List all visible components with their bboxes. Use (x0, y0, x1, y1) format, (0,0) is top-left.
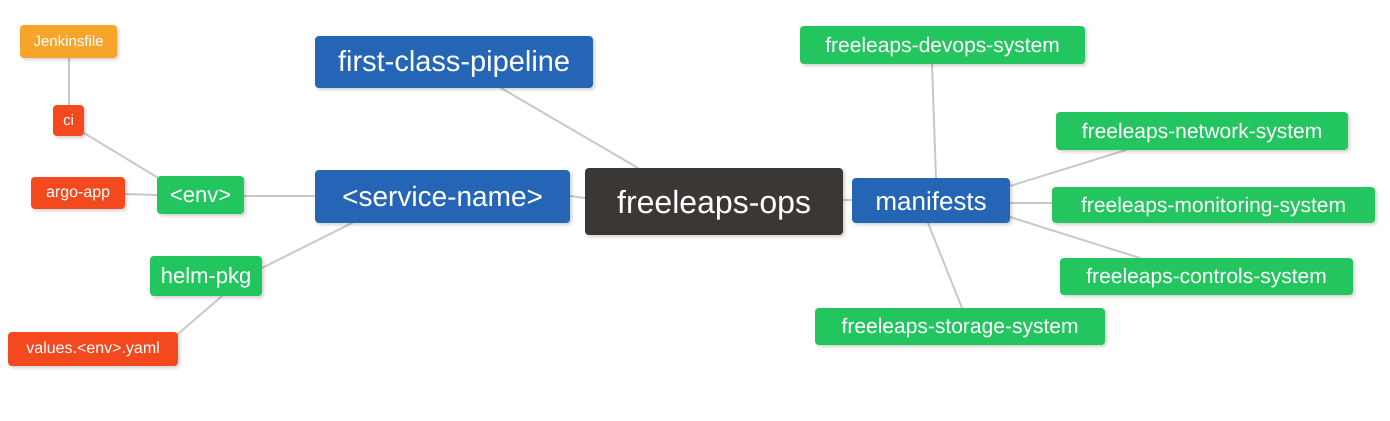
edge-pipeline-ops (500, 87, 639, 169)
node-freeleaps-network-system[interactable]: freeleaps-network-system (1056, 112, 1348, 150)
edge-manifests-controls (1009, 216, 1141, 259)
node-label-service-name: <service-name> (342, 180, 543, 212)
node-jenkinsfile[interactable]: Jenkinsfile (20, 25, 117, 58)
node-ci[interactable]: ci (53, 105, 84, 136)
node-freeleaps-storage-system[interactable]: freeleaps-storage-system (815, 308, 1105, 345)
node-label-helm-pkg: helm-pkg (160, 263, 252, 288)
edge-manifests-devops (931, 63, 937, 179)
edge-helmpkg-servicename (261, 222, 353, 269)
edge-manifests-storage (927, 222, 963, 309)
edge-argoapp-env (124, 193, 158, 196)
node-values-yaml[interactable]: values.<env>.yaml (8, 332, 178, 366)
node-helm-pkg[interactable]: helm-pkg (150, 256, 262, 296)
node-freeleaps-ops[interactable]: freeleaps-ops (585, 168, 843, 235)
node-label-freeleaps-network-system: freeleaps-network-system (1081, 119, 1323, 143)
node-env[interactable]: <env> (157, 176, 244, 214)
edge-valuesyaml-helmpkg (177, 295, 223, 335)
edge-manifests-network (1009, 149, 1127, 187)
node-freeleaps-monitoring-system[interactable]: freeleaps-monitoring-system (1052, 187, 1375, 223)
node-label-first-class-pipeline: first-class-pipeline (337, 45, 571, 78)
node-label-values-yaml: values.<env>.yaml (26, 340, 160, 357)
node-label-freeleaps-devops-system: freeleaps-devops-system (825, 33, 1060, 57)
node-label-freeleaps-storage-system: freeleaps-storage-system (841, 315, 1079, 338)
node-first-class-pipeline[interactable]: first-class-pipeline (315, 36, 593, 88)
node-label-freeleaps-ops: freeleaps-ops (617, 183, 811, 220)
node-label-manifests: manifests (875, 185, 987, 216)
node-label-jenkinsfile: Jenkinsfile (33, 33, 104, 50)
node-label-env: <env> (169, 182, 232, 207)
node-argo-app[interactable]: argo-app (31, 177, 125, 209)
node-freeleaps-devops-system[interactable]: freeleaps-devops-system (800, 26, 1085, 64)
node-freeleaps-controls-system[interactable]: freeleaps-controls-system (1060, 258, 1353, 295)
node-label-argo-app: argo-app (45, 184, 111, 201)
node-service-name[interactable]: <service-name> (315, 170, 570, 223)
node-manifests[interactable]: manifests (852, 178, 1010, 223)
edge-servicename-ops (569, 195, 586, 199)
node-label-ci: ci (63, 112, 74, 129)
node-label-freeleaps-monitoring-system: freeleaps-monitoring-system (1081, 193, 1346, 217)
edge-ci-env (83, 132, 161, 180)
node-label-freeleaps-controls-system: freeleaps-controls-system (1086, 265, 1327, 288)
